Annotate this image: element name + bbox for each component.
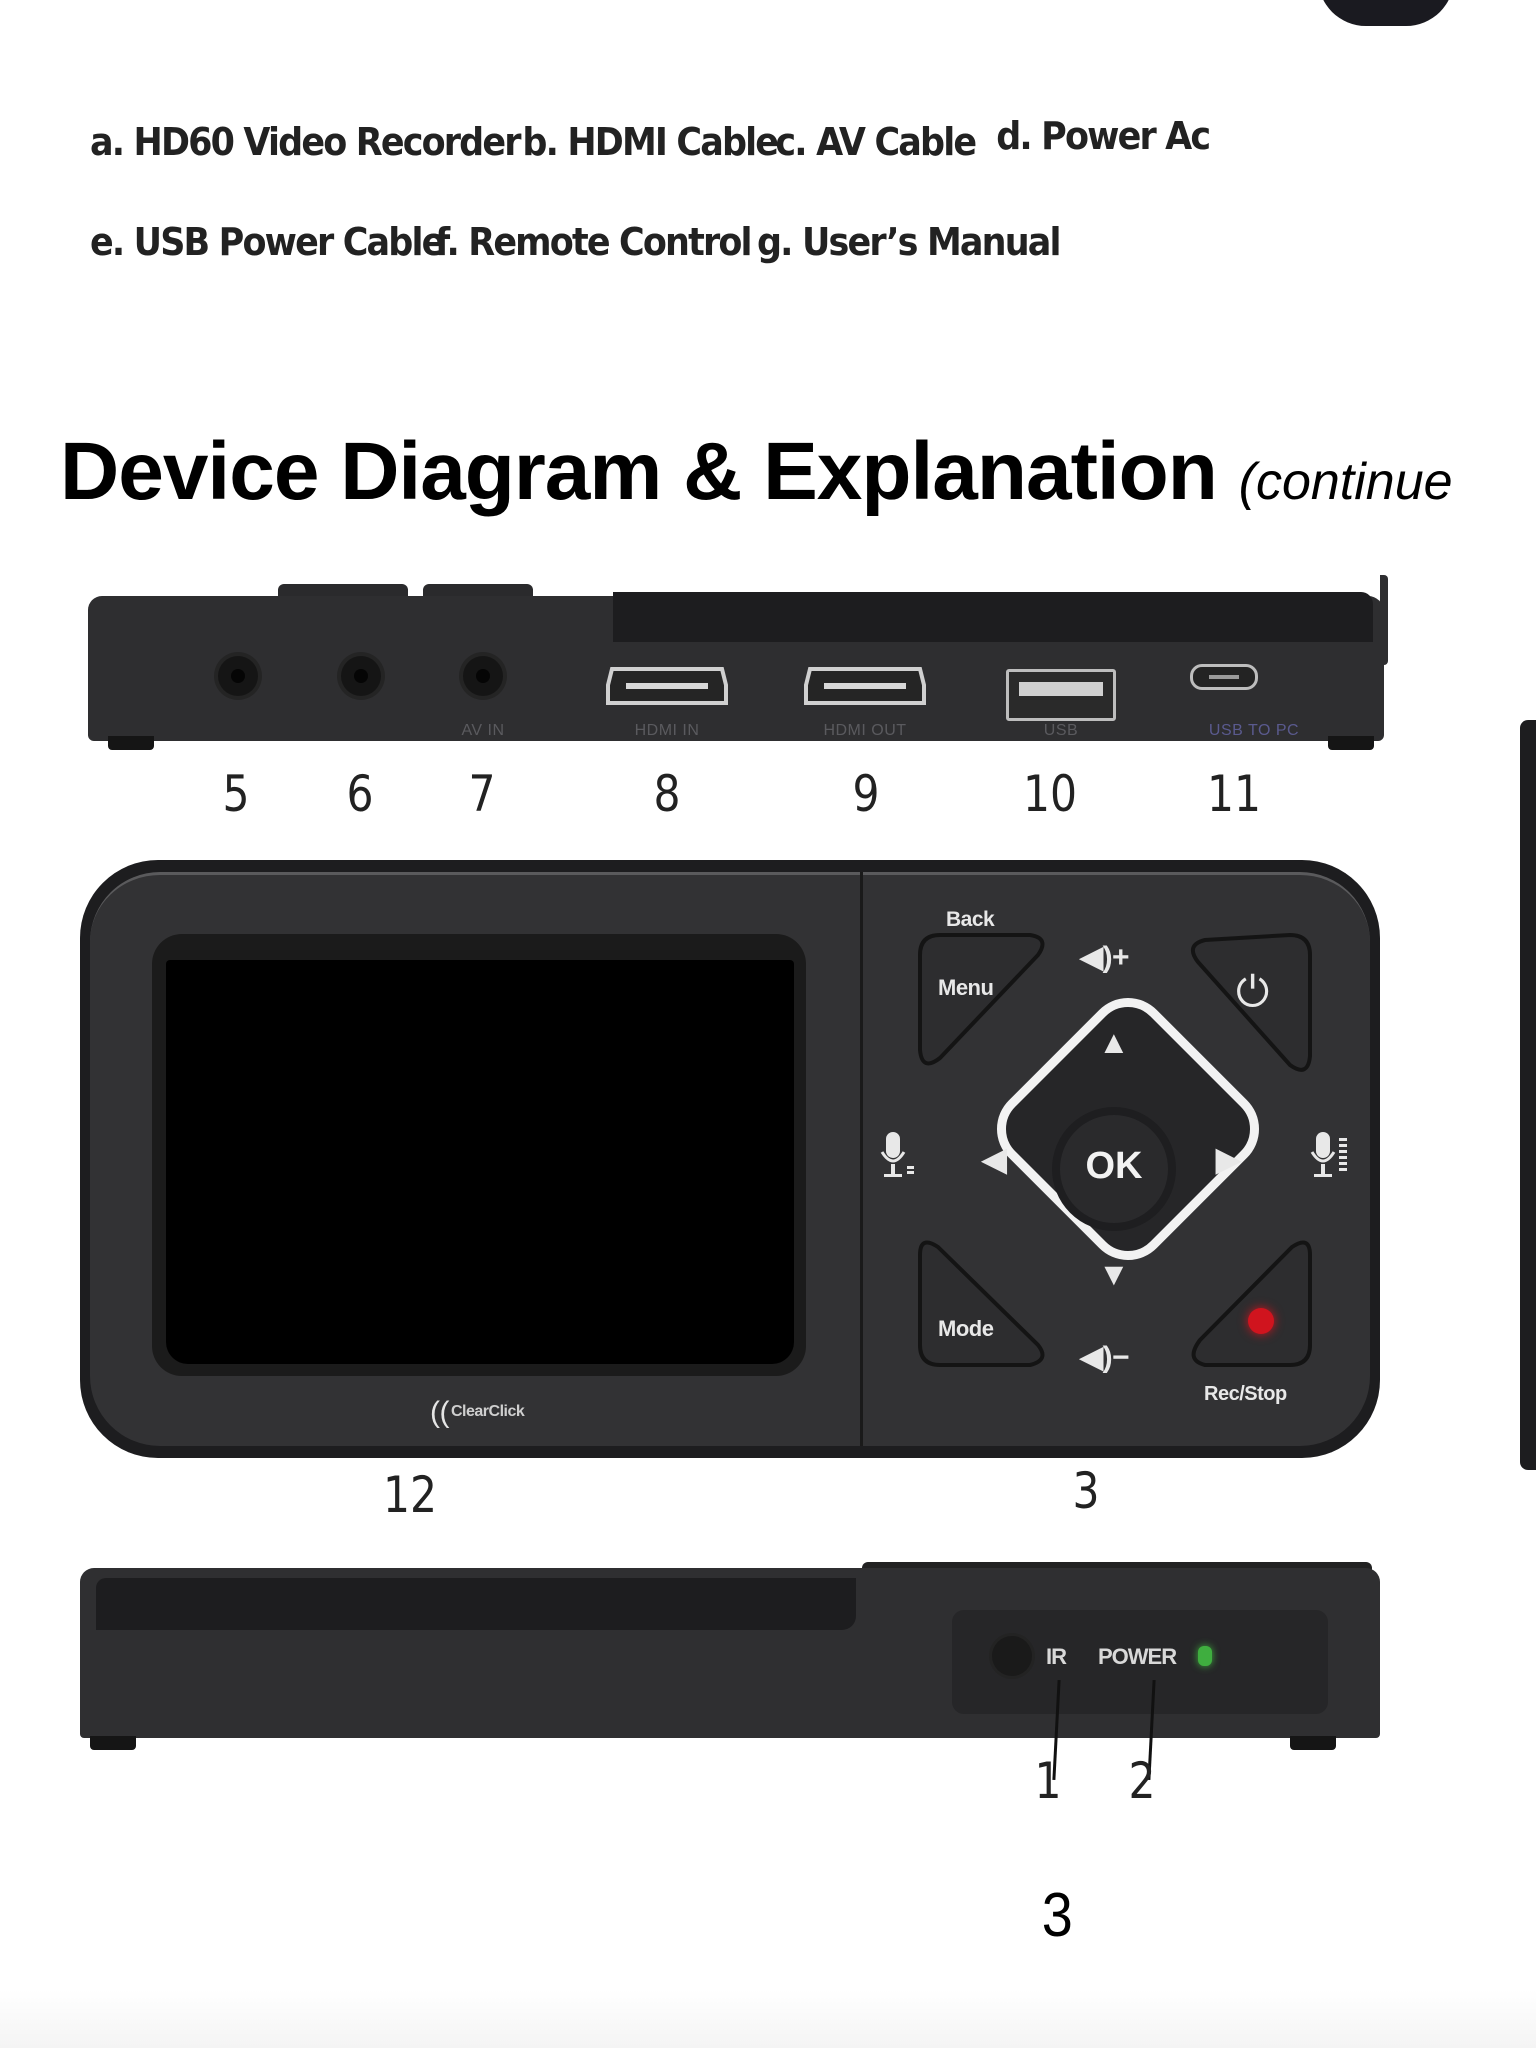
item-letter: a. [90, 120, 125, 164]
callout-8: 8 [653, 765, 681, 823]
section-title-text: Device Diagram & Explanation [60, 426, 1218, 517]
item-label: Power Ac [1041, 114, 1211, 158]
dpad-right-button[interactable]: ▶ [1216, 1141, 1241, 1177]
power-key-shape [1190, 932, 1312, 1072]
item-letter: b. [522, 120, 558, 164]
callout-9: 9 [852, 765, 880, 823]
port-label-usb: USB [1043, 722, 1079, 739]
port-label-usb-to-pc: USB TO PC [1208, 722, 1300, 739]
port-label-hdmi-in: HDMI IN [634, 722, 700, 739]
audio-jack-port-6 [341, 656, 381, 696]
callout-1: 1 [1034, 1752, 1062, 1810]
power-button-icon[interactable]: ⏻ [1236, 968, 1269, 1015]
section-subtitle: (continue [1238, 453, 1453, 511]
item-label: Remote Control [468, 220, 752, 264]
menu-key-shape [918, 933, 1045, 1066]
usb-a-port-icon [1006, 669, 1116, 721]
back-key-label: Back [946, 908, 995, 931]
hdmi-in-port-icon [606, 667, 728, 705]
device-foot [90, 1736, 136, 1750]
dpad-up-button[interactable]: ▲ [1098, 1024, 1130, 1060]
callout-3: 3 [1072, 1462, 1100, 1520]
item-letter: c. [775, 120, 807, 164]
item-letter: d. [996, 114, 1032, 158]
port-label-av-in: AV IN [461, 722, 505, 739]
brand-swoosh-icon: (( [430, 1396, 449, 1429]
av-in-port-7 [463, 656, 503, 696]
ok-label: OK [1085, 1145, 1143, 1187]
item-letter: f. [435, 220, 460, 264]
item-label: User’s Manual [801, 220, 1062, 264]
micro-usb-port-icon [1190, 664, 1258, 690]
page-bottom-shade [0, 1990, 1536, 2048]
lcd-screen [166, 960, 794, 1364]
device-foot [1290, 1736, 1336, 1750]
dpad-left-button[interactable]: ◀ [982, 1141, 1007, 1177]
menu-button[interactable]: Menu [938, 975, 994, 1000]
mic-gain-down-icon[interactable] [880, 1130, 916, 1182]
brand-logo: ((ClearClick [430, 1390, 525, 1429]
device-foot [1328, 736, 1374, 750]
remote-control-tip-image [1318, 0, 1454, 26]
callout-6: 6 [346, 765, 374, 823]
device-foot [108, 736, 154, 750]
audio-jack-port-5 [218, 656, 258, 696]
callout-11: 11 [1206, 765, 1262, 823]
contents-item-g: g. User’s Manual [757, 220, 1062, 264]
item-label: HDMI Cable [567, 120, 779, 164]
callout-5: 5 [222, 765, 250, 823]
rec-stop-button[interactable] [1248, 1308, 1274, 1334]
callout-7: 7 [468, 765, 496, 823]
item-label: USB Power Cable [133, 220, 446, 264]
contents-item-d: d. Power Ac [996, 114, 1211, 158]
ir-sensor-icon [992, 1636, 1032, 1676]
power-label: POWER [1098, 1644, 1177, 1669]
mic-gain-up-icon[interactable] [1310, 1130, 1350, 1182]
item-label: AV Cable [816, 120, 977, 164]
mode-button[interactable]: Mode [938, 1316, 994, 1341]
rec-stop-label: Rec/Stop [1204, 1383, 1287, 1405]
page-number: 3 [1041, 1881, 1073, 1950]
contents-item-f: f. Remote Control [435, 220, 753, 264]
callout-12: 12 [382, 1466, 438, 1524]
adjacent-side-view-edge [1380, 575, 1388, 665]
section-title: Device Diagram & Explanation (continue [60, 425, 1453, 519]
device-top-ridge [613, 592, 1373, 642]
ir-label: IR [1046, 1644, 1067, 1669]
item-letter: e. [90, 220, 125, 264]
device-bottom-lip [96, 1578, 856, 1630]
contents-item-c: c. AV Cable [775, 120, 977, 164]
mode-key-shape [918, 1240, 1045, 1367]
face-divider [860, 872, 863, 1446]
item-letter: g. [757, 220, 793, 264]
port-label-hdmi-out: HDMI OUT [823, 722, 907, 739]
rec-key-shape [1191, 1240, 1312, 1367]
contents-item-a: a. HD60 Video Recorder [90, 120, 522, 164]
callout-10: 10 [1022, 765, 1078, 823]
device-top-view: AV IN HDMI IN HDMI OUT USB USB TO PC [88, 584, 1384, 764]
contents-item-b: b. HDMI Cable [522, 120, 779, 164]
brand-name: ClearClick [450, 1403, 525, 1420]
item-label: HD60 Video Recorder [133, 120, 522, 164]
dpad-down-button[interactable]: ▼ [1098, 1256, 1130, 1292]
ok-button[interactable]: OK [1052, 1107, 1176, 1231]
adjacent-side-view-edge [1520, 720, 1536, 1470]
volume-up-button[interactable]: ◀)+ [1080, 941, 1130, 974]
power-led-indicator [1198, 1646, 1212, 1666]
callout-2: 2 [1128, 1752, 1156, 1810]
hdmi-out-port-icon [804, 667, 926, 705]
contents-item-e: e. USB Power Cable [90, 220, 446, 264]
volume-down-button[interactable]: ◀)− [1080, 1341, 1130, 1374]
